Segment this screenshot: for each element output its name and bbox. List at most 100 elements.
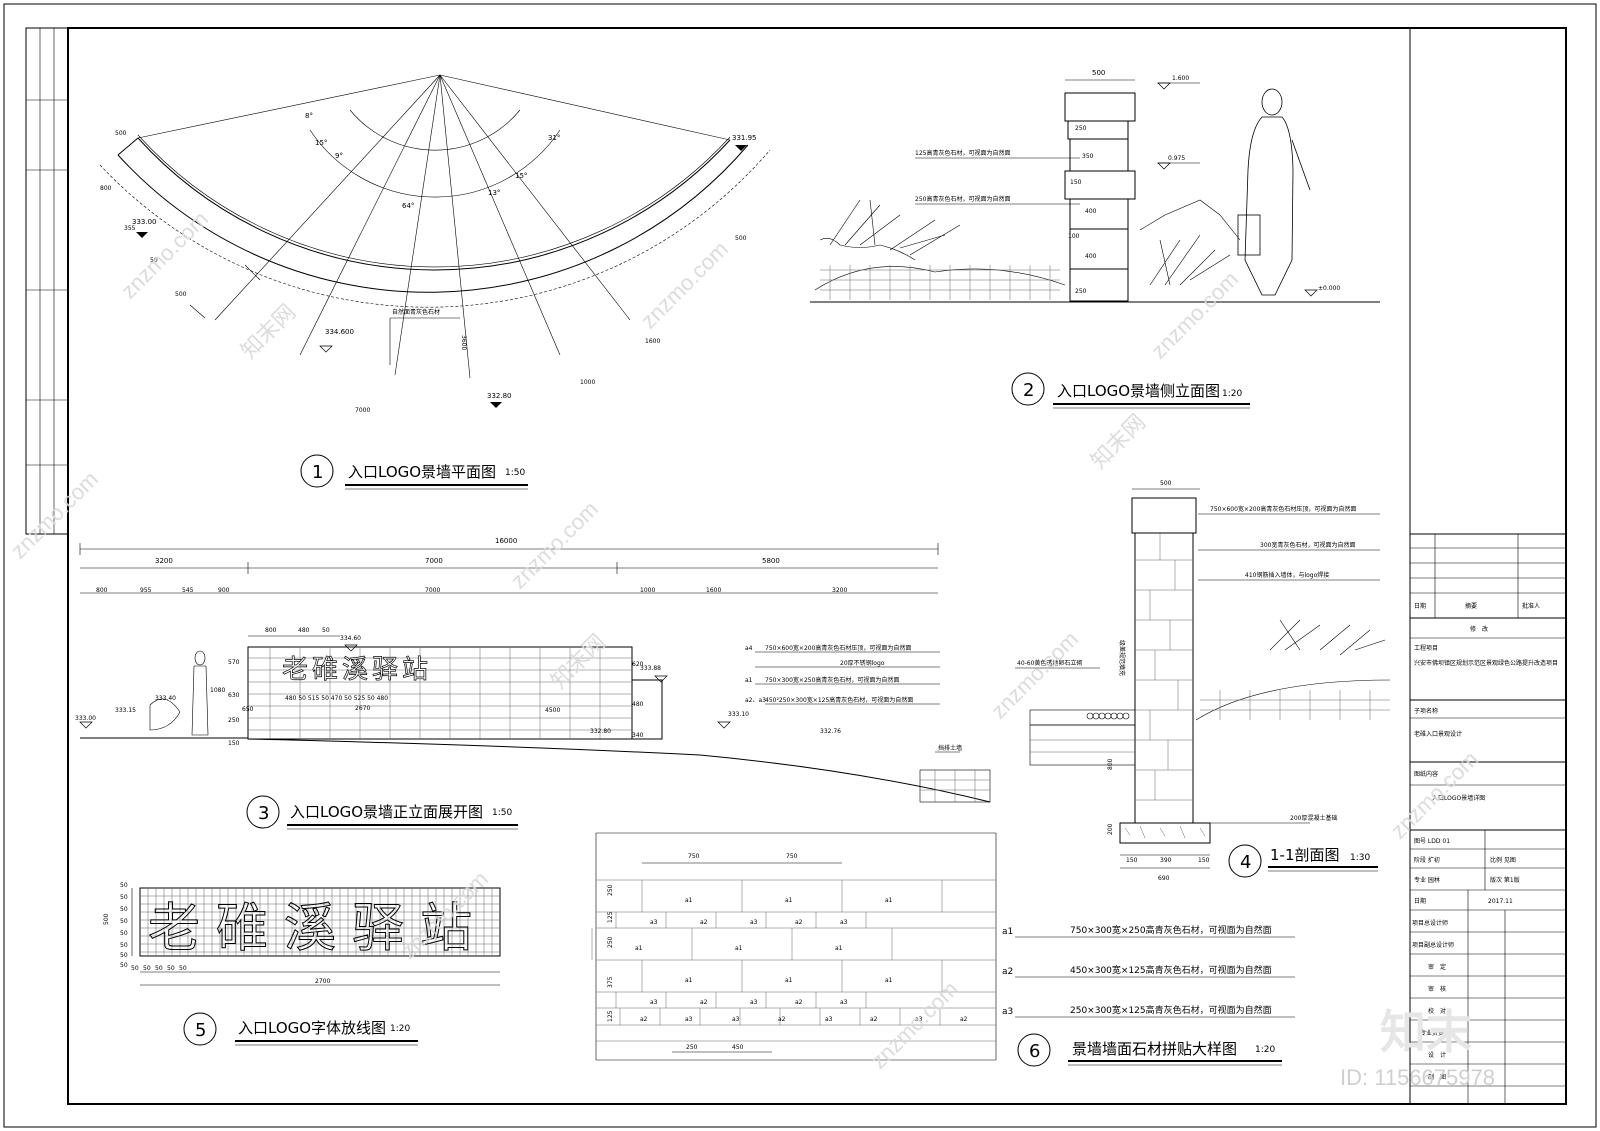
- svg-text:5: 5: [195, 1020, 206, 1041]
- svg-text:a1: a1: [785, 897, 793, 904]
- svg-text:50: 50: [167, 965, 175, 972]
- drawing-no: 图号 LDD 01: [1414, 838, 1450, 845]
- svg-text:a2: a2: [1002, 967, 1013, 977]
- svg-text:a1: a1: [785, 977, 793, 984]
- svg-text:480: 480: [632, 701, 644, 708]
- svg-text:a1: a1: [685, 977, 693, 984]
- view4-caption: 4 1-1剖面图 1:30: [1228, 844, 1378, 878]
- svg-text:450²250×300宽×125高青灰色石材，可视面为自然面: 450²250×300宽×125高青灰色石材，可视面为自然面: [765, 696, 913, 704]
- elev-332-80: 332.80: [487, 392, 512, 400]
- svg-text:50: 50: [120, 894, 128, 901]
- person-figure-icon: [1237, 88, 1311, 296]
- svg-text:750×600宽×200高青灰色石材压顶，可视面为自然面: 750×600宽×200高青灰色石材压顶，可视面为自然面: [765, 644, 911, 652]
- front-elevation: 16000 3200 7000 5800 800 955 545 900 700…: [75, 537, 991, 803]
- svg-text:250: 250: [607, 936, 614, 948]
- svg-text:a1: a1: [635, 945, 643, 952]
- svg-text:125: 125: [607, 1010, 614, 1022]
- svg-text:a3: a3: [1002, 1007, 1013, 1017]
- svg-text:630: 630: [228, 692, 240, 699]
- svg-text:350: 350: [1082, 153, 1094, 160]
- svg-text:300宽青灰色石材，可视面为自然面: 300宽青灰色石材，可视面为自然面: [1260, 541, 1355, 549]
- retaining-wall-pattern: [920, 770, 990, 802]
- svg-text:200: 200: [1107, 823, 1114, 835]
- plant-shrubs-right: [1139, 199, 1241, 286]
- svg-text:1600: 1600: [706, 587, 721, 594]
- svg-text:800: 800: [96, 587, 108, 594]
- svg-text:750: 750: [688, 853, 700, 860]
- svg-text:a4: a4: [745, 645, 753, 652]
- svg-text:20厚不锈钢logo: 20厚不锈钢logo: [840, 659, 885, 667]
- side-elevation: 500 250 350 150 400 100 400 250 1.600 0.…: [810, 69, 1380, 303]
- svg-text:1: 1: [312, 462, 323, 483]
- angle-31: 31°: [548, 134, 560, 142]
- svg-text:专业负责: 专业负责: [1420, 1029, 1444, 1037]
- svg-text:334.60: 334.60: [340, 635, 361, 642]
- front-callouts: a4 750×600宽×200高青灰色石材压顶，可视面为自然面 20厚不锈钢lo…: [745, 644, 962, 753]
- svg-text:a3: a3: [650, 999, 658, 1006]
- elev-331-95: 331.95: [732, 134, 757, 142]
- section-view: 500 150 390 150 690 800 200 级差规范填充 750×6…: [1015, 480, 1391, 882]
- svg-text:a1: a1: [745, 677, 753, 684]
- svg-text:150: 150: [1070, 179, 1082, 186]
- drawing-frame: [67, 27, 1567, 1105]
- plan-material-label: 自然面青灰色石材: [392, 308, 440, 316]
- svg-text:333.88: 333.88: [640, 665, 661, 672]
- svg-text:a1: a1: [835, 945, 843, 952]
- svg-text:a2: a2: [700, 919, 708, 926]
- title-block: 日期 摘要 批准人 修 改 工程项目 兴安市佛坝镇区规划示范区景观绿色公路提升改…: [1409, 28, 1566, 1104]
- svg-text:日期: 日期: [1414, 602, 1426, 610]
- svg-text:znzmo.com: znzmo.com: [506, 496, 603, 593]
- angle-9: 9°: [335, 152, 343, 160]
- svg-text:a1: a1: [885, 897, 893, 904]
- svg-text:50: 50: [120, 952, 128, 959]
- svg-text:400: 400: [1085, 253, 1097, 260]
- svg-text:3200: 3200: [155, 557, 173, 565]
- svg-text:1:50: 1:50: [505, 468, 525, 478]
- svg-text:955: 955: [140, 587, 152, 594]
- date: 2017.11: [1488, 898, 1513, 905]
- sub-name: 老碓入口景观设计: [1414, 730, 1462, 738]
- angle-15: 15°: [315, 139, 327, 147]
- svg-text:a1: a1: [685, 897, 693, 904]
- svg-text:5800: 5800: [762, 557, 780, 565]
- svg-text:250: 250: [1075, 125, 1087, 132]
- plan-view: 8° 15° 9° 13° 15° 31° 64° 333.00 331.95 …: [99, 74, 771, 414]
- svg-text:50: 50: [120, 930, 128, 937]
- svg-text:知末网: 知末网: [546, 629, 610, 693]
- svg-text:a3: a3: [750, 919, 758, 926]
- svg-text:6: 6: [1029, 1041, 1040, 1062]
- side-note-2: 250高青灰色石材，可视面为自然面: [915, 195, 1010, 203]
- section-vertical-label: 级差规范填充: [1118, 640, 1126, 676]
- svg-text:项目总设计师: 项目总设计师: [1412, 919, 1448, 927]
- svg-text:图纸内容: 图纸内容: [1414, 770, 1438, 778]
- svg-text:50: 50: [131, 965, 139, 972]
- svg-text:a1: a1: [1002, 927, 1013, 937]
- radial-lines: [137, 74, 731, 379]
- svg-text:1:50: 1:50: [492, 808, 512, 818]
- svg-text:480: 480: [298, 627, 310, 634]
- svg-text:a3: a3: [685, 1016, 693, 1023]
- svg-text:比例 见图: 比例 见图: [1490, 856, 1516, 864]
- view6-caption: 6 景墙墙面石材拼贴大样图 1:20: [1017, 1033, 1282, 1067]
- svg-text:333.10: 333.10: [728, 711, 749, 718]
- elev-334-600: 334.600: [325, 328, 354, 336]
- svg-text:40-60黄色透地卵石立砌: 40-60黄色透地卵石立砌: [1017, 659, 1082, 667]
- svg-text:400: 400: [1085, 208, 1097, 215]
- svg-text:a2: a2: [778, 1016, 786, 1023]
- svg-text:1:30: 1:30: [1350, 853, 1370, 863]
- svg-text:子项名称: 子项名称: [1414, 707, 1438, 715]
- svg-text:a3: a3: [915, 1016, 923, 1023]
- dim-500b: 500: [175, 291, 187, 298]
- view1-title: 入口LOGO景墙平面图: [348, 463, 496, 481]
- svg-text:工程项目: 工程项目: [1414, 644, 1438, 652]
- dim-1000: 1000: [580, 379, 595, 386]
- angle-13: 13°: [488, 189, 500, 197]
- svg-text:a2: a2: [960, 1016, 968, 1023]
- dim-500: 500: [115, 130, 127, 137]
- svg-text:项目副总设计师: 项目副总设计师: [1412, 941, 1454, 949]
- front-logo-text: 老碓溪驿站: [282, 655, 432, 685]
- view3-title: 入口LOGO景墙正立面展开图: [290, 803, 483, 821]
- svg-text:阶段 扩初: 阶段 扩初: [1414, 856, 1440, 864]
- svg-text:200厚混凝土基础: 200厚混凝土基础: [1290, 814, 1337, 822]
- svg-text:50: 50: [155, 965, 163, 972]
